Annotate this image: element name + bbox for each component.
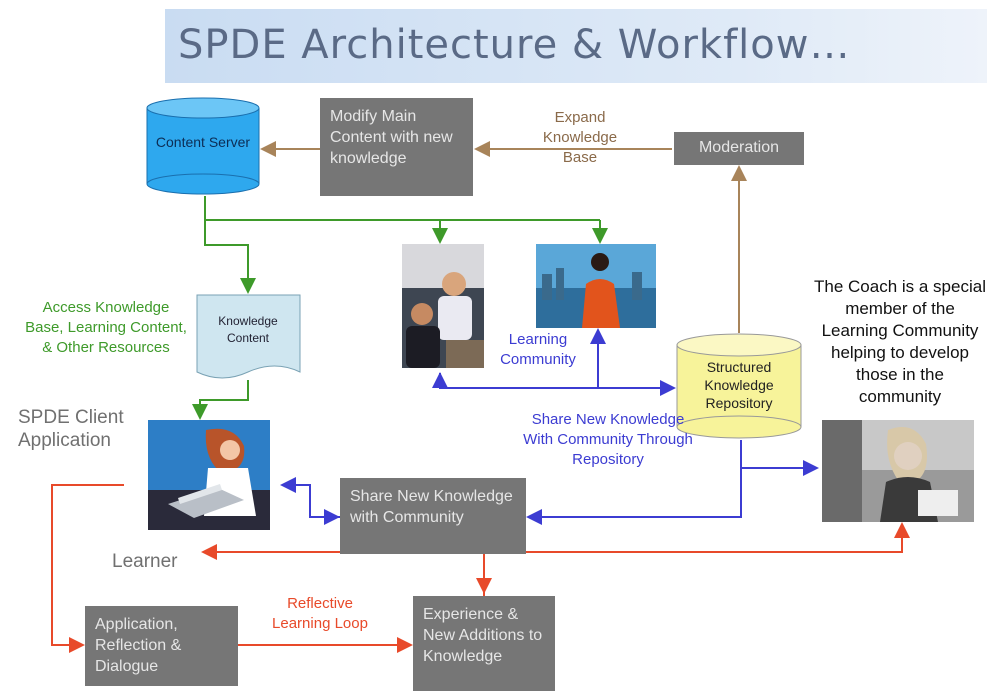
arrow-community-repo (439, 373, 676, 396)
arrow-server-to-doc (204, 220, 256, 294)
coach-note: The Coach is a special member of the Lea… (814, 277, 986, 406)
reflective-loop-label: Reflective Learning Loop (272, 595, 368, 632)
learning-community-photo-2 (536, 244, 656, 328)
learner-at-laptop-icon (148, 420, 270, 530)
access-knowledge-label: Access Knowledge Base, Learning Content,… (25, 299, 187, 356)
structured-repo-label: Structured Knowledge Repository (704, 359, 774, 411)
learning-community-label: Learning Community (500, 331, 576, 368)
application-reflection-box: Application, Reflection & Dialogue (85, 606, 238, 686)
experience-box: Experience & New Additions to Knowledge (413, 596, 555, 691)
coach-portrait-icon (822, 420, 974, 522)
arrow-doc-to-learner (192, 380, 249, 420)
person-city-icon (536, 244, 656, 328)
arrow-server-to-community (204, 196, 600, 221)
content-server-label: Content Server (155, 134, 251, 150)
knowledge-content-label: Knowledge Content (218, 314, 278, 345)
arrow-experience-loop (483, 522, 910, 596)
learning-community-photo-1 (402, 244, 484, 368)
spde-client-label: SPDE Client Application (18, 407, 124, 451)
structured-repository-cylinder (676, 333, 802, 439)
arrow-repo-to-share (526, 440, 742, 525)
arrow-learner-to-application (51, 484, 124, 653)
modify-main-content-box: Modify Main Content with new knowledge (320, 98, 473, 196)
share-through-repository-label: Share New Knowledge With Community Throu… (523, 411, 693, 468)
expand-knowledge-base-label: Expand Knowledge Base (542, 109, 618, 166)
moderation-box: Moderation (674, 132, 804, 165)
arrow-share-learner (280, 477, 340, 518)
share-new-knowledge-box: Share New Knowledge with Community (340, 478, 526, 554)
coach-photo (822, 420, 974, 522)
content-server-cylinder (146, 97, 260, 195)
learner-label: Learner (112, 551, 178, 572)
learner-illustration (148, 420, 270, 530)
knowledge-content-doc (196, 294, 301, 379)
title-banner (165, 9, 987, 83)
people-meeting-icon (402, 244, 484, 368)
page-title: SPDE Architecture & Workflow… (178, 22, 851, 68)
